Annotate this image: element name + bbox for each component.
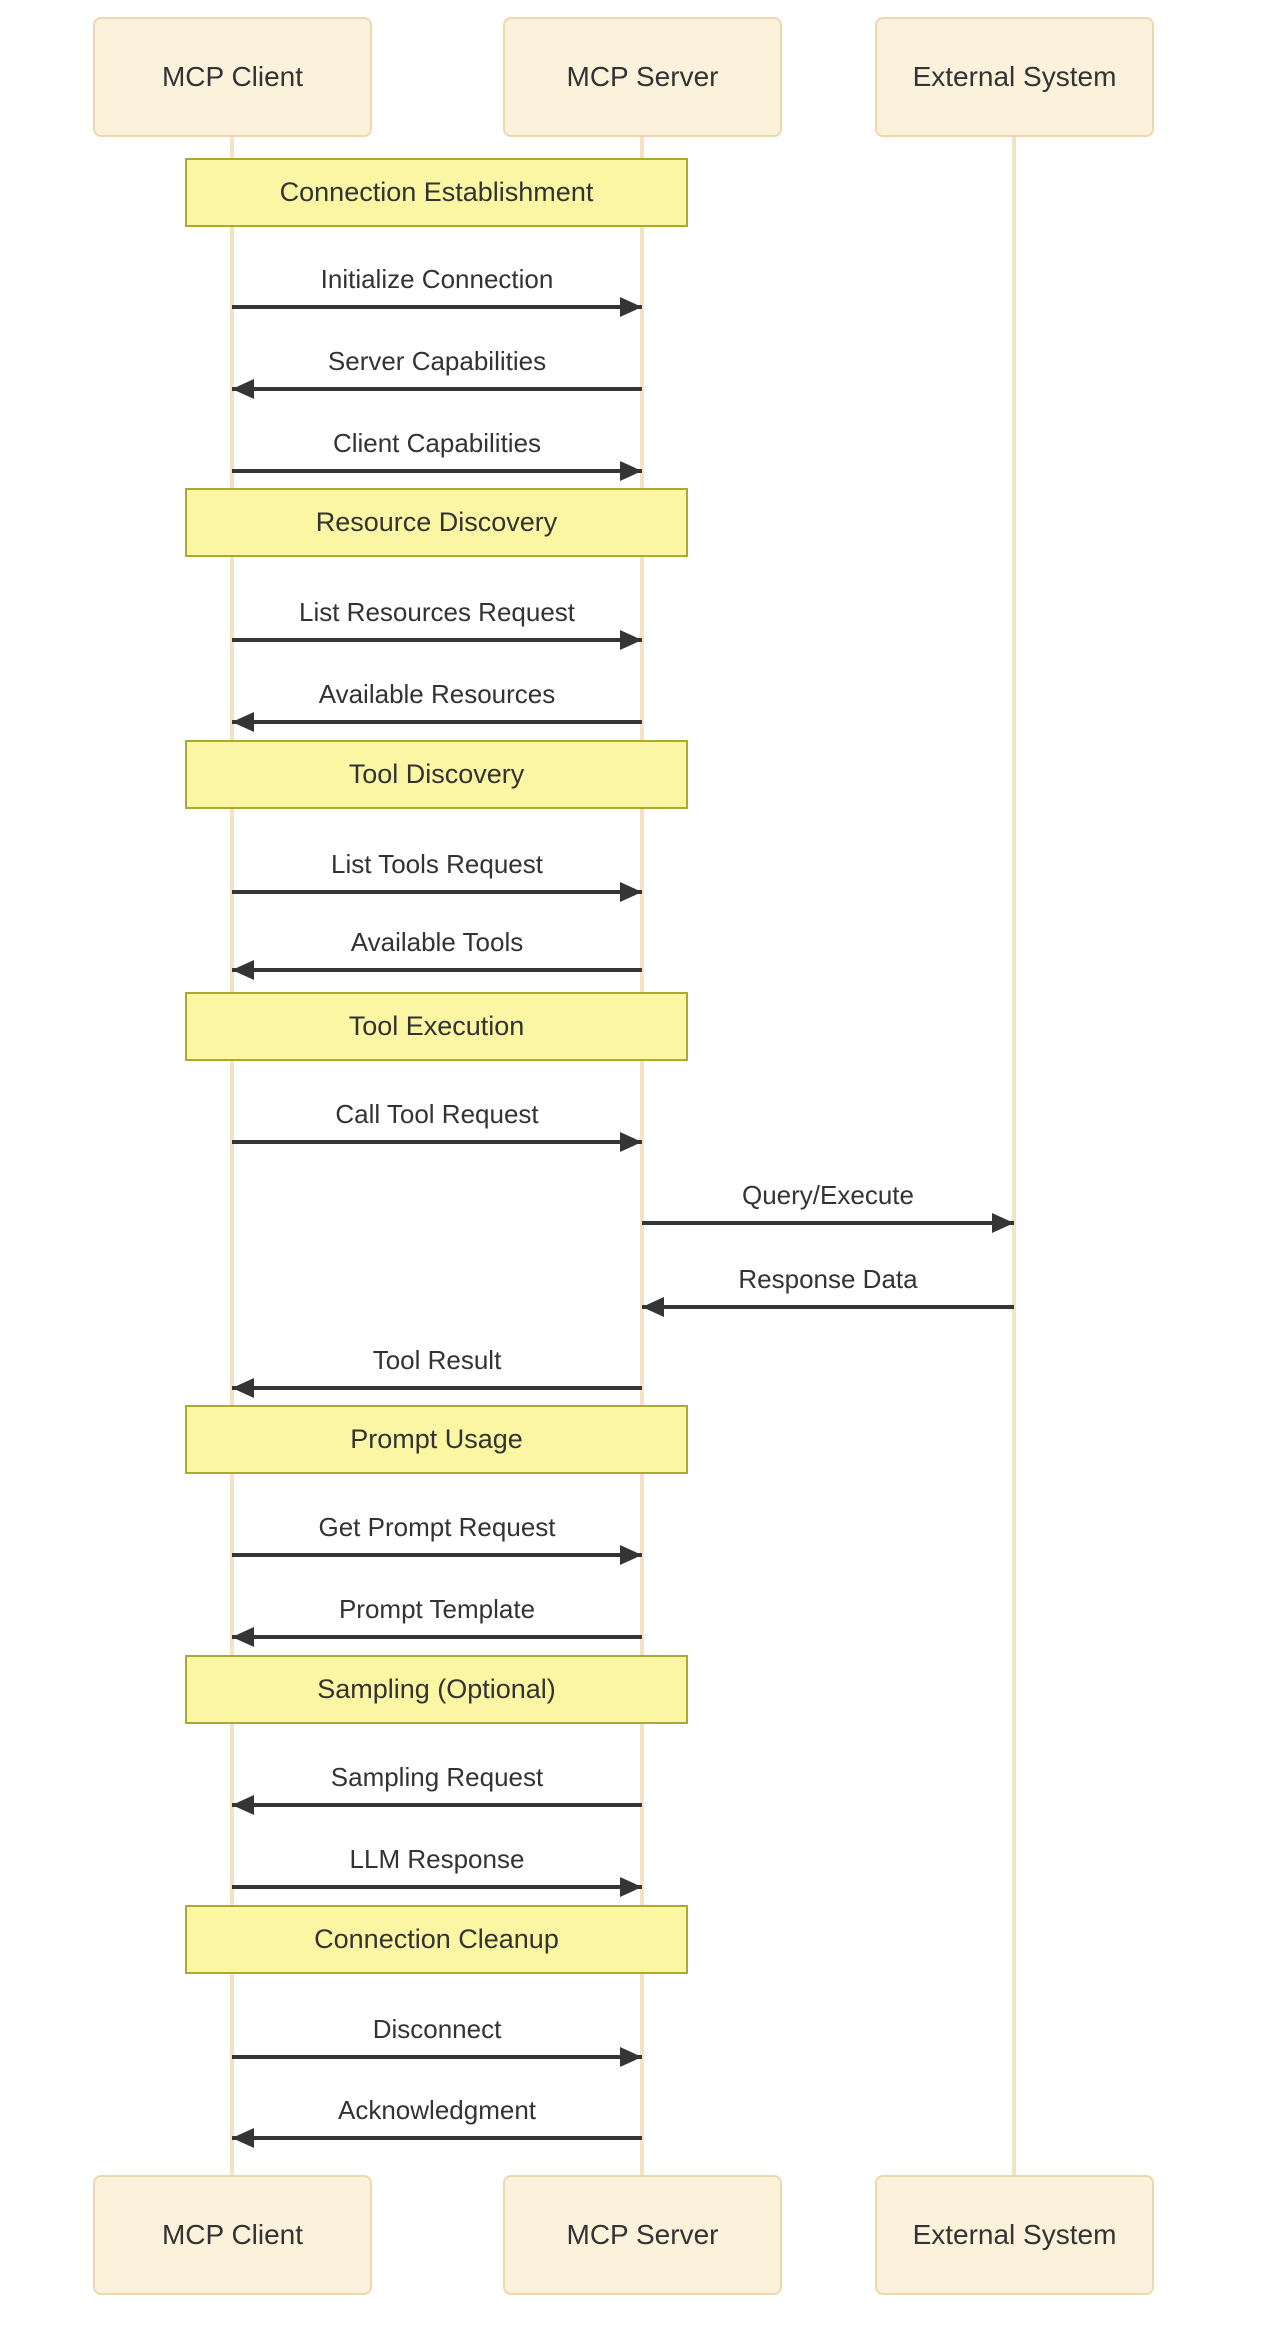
message-label: List Resources Request xyxy=(298,596,576,627)
section-resource-discovery: Resource Discovery xyxy=(185,488,688,557)
message-label: List Tools Request xyxy=(331,848,543,879)
message-label: Acknowledgment xyxy=(338,2094,536,2125)
message-llm-response: LLM Response xyxy=(232,1837,642,1897)
arrowhead-right-icon xyxy=(620,630,642,650)
message-prompt-template: Prompt Template xyxy=(232,1587,642,1647)
arrow-line xyxy=(642,1221,1014,1225)
section-label: Connection Cleanup xyxy=(314,1924,559,1954)
lifeline-mcp-server xyxy=(640,137,644,2175)
arrowhead-right-icon xyxy=(620,1132,642,1152)
arrowhead-left-icon xyxy=(642,1297,664,1317)
section-tool-discovery: Tool Discovery xyxy=(185,740,688,809)
message-available-tools: Available Tools xyxy=(232,920,642,980)
arrowhead-right-icon xyxy=(620,297,642,317)
message-response-data: Response Data xyxy=(642,1257,1014,1317)
message-call-tool-request: Call Tool Request xyxy=(232,1092,642,1152)
section-connection-cleanup: Connection Cleanup xyxy=(185,1905,688,1974)
arrow-line xyxy=(232,1803,642,1807)
message-client-capabilities: Client Capabilities xyxy=(232,421,642,481)
arrow-line xyxy=(232,1635,642,1639)
arrow-line xyxy=(232,1140,642,1144)
message-label: Initialize Connection xyxy=(320,263,554,294)
actor-label: MCP Server xyxy=(566,61,719,92)
actor-top-mcp-client: MCP Client xyxy=(93,17,372,137)
arrow-line xyxy=(232,469,642,473)
section-label: Tool Discovery xyxy=(348,759,525,789)
arrow-line xyxy=(232,387,642,391)
arrow-line xyxy=(232,1386,642,1390)
message-sampling-request: Sampling Request xyxy=(232,1755,642,1815)
message-get-prompt-request: Get Prompt Request xyxy=(232,1505,642,1565)
arrowhead-right-icon xyxy=(620,1877,642,1897)
message-label: Disconnect xyxy=(372,2013,502,2044)
actor-top-mcp-server: MCP Server xyxy=(503,17,782,137)
arrow-line xyxy=(232,720,642,724)
message-label: Client Capabilities xyxy=(332,427,542,458)
arrowhead-left-icon xyxy=(232,2128,254,2148)
arrowhead-right-icon xyxy=(620,2047,642,2067)
section-prompt-usage: Prompt Usage xyxy=(185,1405,688,1474)
message-label: LLM Response xyxy=(349,1843,525,1874)
message-available-resources: Available Resources xyxy=(232,672,642,732)
section-connection-establishment: Connection Establishment xyxy=(185,158,688,227)
message-acknowledgment: Acknowledgment xyxy=(232,2088,642,2148)
message-list-tools-request: List Tools Request xyxy=(232,842,642,902)
message-query-execute: Query/Execute xyxy=(642,1173,1014,1233)
message-server-capabilities: Server Capabilities xyxy=(232,339,642,399)
arrowhead-left-icon xyxy=(232,379,254,399)
arrow-line xyxy=(642,1305,1014,1309)
actor-top-external-system: External System xyxy=(875,17,1154,137)
actor-label: External System xyxy=(912,61,1117,92)
arrow-line xyxy=(232,305,642,309)
arrow-line xyxy=(232,968,642,972)
section-label: Prompt Usage xyxy=(350,1424,523,1454)
message-label: Sampling Request xyxy=(330,1761,544,1792)
arrowhead-right-icon xyxy=(992,1213,1014,1233)
arrow-line xyxy=(232,2136,642,2140)
actor-label: MCP Server xyxy=(566,2219,719,2250)
arrowhead-right-icon xyxy=(620,882,642,902)
message-label: Prompt Template xyxy=(338,1593,536,1624)
message-disconnect: Disconnect xyxy=(232,2007,642,2067)
message-label: Server Capabilities xyxy=(327,345,547,376)
message-tool-result: Tool Result xyxy=(232,1338,642,1398)
section-label: Connection Establishment xyxy=(279,177,594,207)
arrow-line xyxy=(232,638,642,642)
message-label: Get Prompt Request xyxy=(318,1511,556,1542)
arrowhead-right-icon xyxy=(620,461,642,481)
section-label: Resource Discovery xyxy=(315,507,558,537)
arrow-line xyxy=(232,1553,642,1557)
message-label: Tool Result xyxy=(372,1344,502,1375)
actor-bottom-mcp-client: MCP Client xyxy=(93,2175,372,2295)
message-label: Response Data xyxy=(738,1263,918,1294)
arrowhead-left-icon xyxy=(232,1627,254,1647)
arrowhead-right-icon xyxy=(620,1545,642,1565)
arrow-line xyxy=(232,2055,642,2059)
arrowhead-left-icon xyxy=(232,960,254,980)
section-sampling-optional: Sampling (Optional) xyxy=(185,1655,688,1724)
message-list-resources-request: List Resources Request xyxy=(232,590,642,650)
arrow-line xyxy=(232,1885,642,1889)
section-label: Sampling (Optional) xyxy=(317,1674,556,1704)
message-label: Available Resources xyxy=(318,678,556,709)
arrow-line xyxy=(232,890,642,894)
message-label: Query/Execute xyxy=(742,1179,914,1210)
lifeline-external-system xyxy=(1012,137,1016,2175)
actor-label: External System xyxy=(912,2219,1117,2250)
message-label: Available Tools xyxy=(350,926,524,957)
section-label: Tool Execution xyxy=(348,1011,525,1041)
arrowhead-left-icon xyxy=(232,1378,254,1398)
arrowhead-left-icon xyxy=(232,1795,254,1815)
message-label: Call Tool Request xyxy=(335,1098,539,1129)
message-initialize-connection: Initialize Connection xyxy=(232,257,642,317)
actor-label: MCP Client xyxy=(161,2219,304,2250)
actor-bottom-external-system: External System xyxy=(875,2175,1154,2295)
actor-bottom-mcp-server: MCP Server xyxy=(503,2175,782,2295)
lifeline-mcp-client xyxy=(230,137,234,2175)
arrowhead-left-icon xyxy=(232,712,254,732)
actor-label: MCP Client xyxy=(161,61,304,92)
section-tool-execution: Tool Execution xyxy=(185,992,688,1061)
